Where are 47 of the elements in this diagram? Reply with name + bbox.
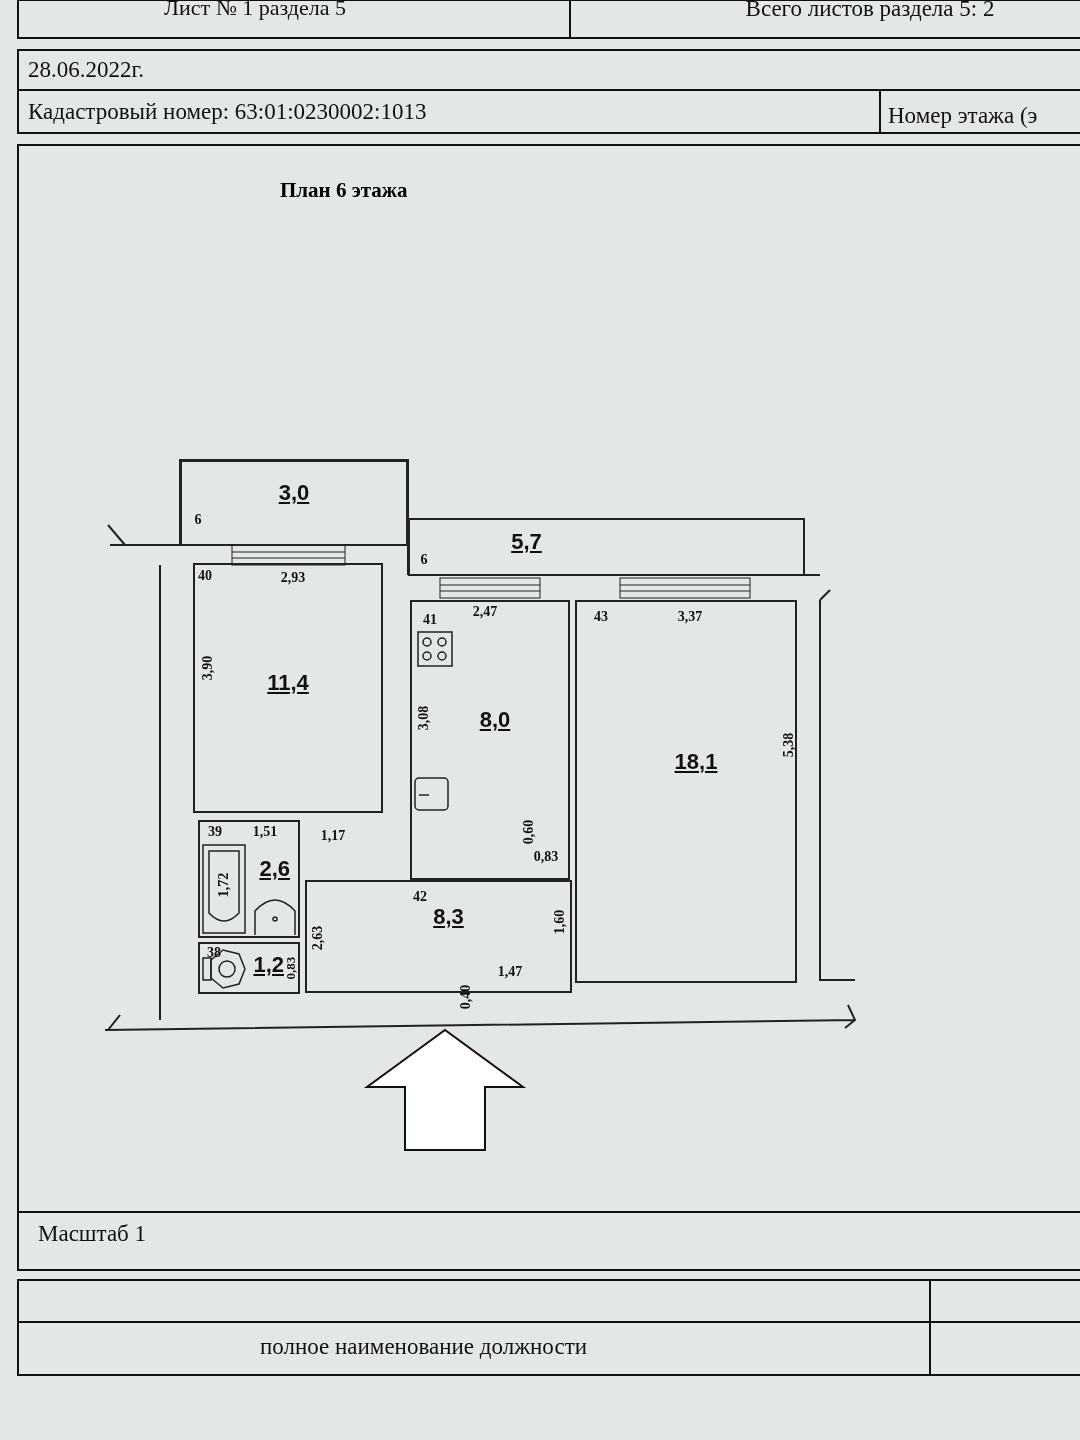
header-text: Кадастровый номер: 63:01:0230002:1013 [28, 100, 427, 123]
header-text: полное наименование должности [260, 1335, 587, 1358]
dimension-label: 0,83 [283, 956, 297, 980]
dimension-label: 6 [420, 553, 428, 567]
header-text: Масштаб 1 [38, 1222, 147, 1245]
dimension-label: 2,47 [472, 605, 498, 619]
room-area: 3,0 [278, 480, 310, 506]
room-outline [408, 518, 805, 576]
room-area: 8,0 [479, 707, 511, 733]
dimension-label: 3,08 [417, 705, 431, 731]
dimension-label: 1,60 [553, 909, 567, 935]
dimension-label: 38 [207, 946, 221, 960]
dimension-label: 0,60 [522, 819, 536, 845]
plan-title: План 6 этажа [280, 178, 408, 203]
header-text: 28.06.2022г. [28, 58, 145, 81]
header-text: Номер этажа (э [888, 104, 1038, 127]
room-area: 1,2 [253, 952, 284, 978]
room-area: 11,4 [267, 670, 309, 696]
room-area: 8,3 [433, 903, 464, 930]
room-area: 18,1 [674, 748, 718, 775]
dimension-label: 0,83 [533, 850, 559, 864]
dimension-label: 1,17 [320, 829, 346, 843]
dimension-label: 2,63 [311, 925, 325, 951]
header-text: Лист № 1 раздела 5 [164, 0, 346, 19]
room-outline [198, 942, 300, 994]
dimension-label: 43 [594, 610, 608, 624]
dimension-label: 42 [413, 890, 427, 904]
room-area: 2,6 [259, 856, 290, 882]
dimension-label: 40 [198, 569, 212, 583]
dimension-label: 1,47 [497, 965, 523, 979]
dimension-label: 0,40 [459, 984, 473, 1010]
dimension-label: 1,72 [217, 872, 231, 898]
dimension-label: 41 [423, 613, 437, 627]
header-text: Всего листов раздела 5: 2 [745, 0, 995, 20]
dimension-label: 39 [208, 825, 222, 839]
room-outline [575, 600, 797, 983]
dimension-label: 6 [194, 513, 202, 527]
dimension-label: 5,38 [782, 732, 796, 758]
dimension-label: 1,51 [252, 825, 278, 839]
room-outline [410, 600, 570, 880]
room-outline [180, 460, 408, 546]
dimension-label: 2,93 [280, 571, 306, 585]
dimension-label: 3,37 [677, 610, 703, 624]
room-outline [198, 820, 300, 938]
room-outline [193, 563, 383, 813]
room-area: 5,7 [511, 529, 542, 555]
dimension-label: 3,90 [201, 655, 215, 681]
